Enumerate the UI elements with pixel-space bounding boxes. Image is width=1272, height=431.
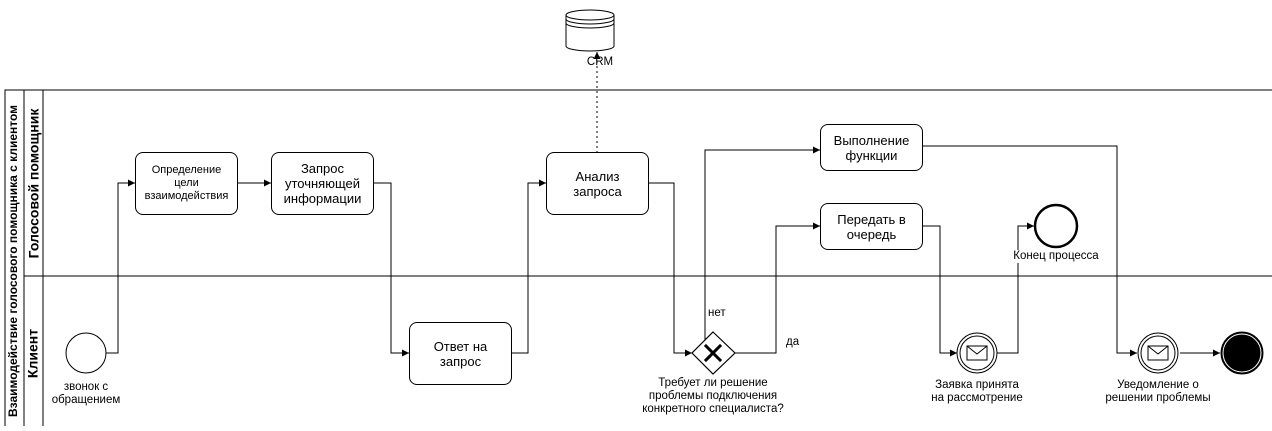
gateway-no-label: нет <box>708 307 726 319</box>
task-request-info[interactable]: Запрос уточняющей информации <box>271 152 374 215</box>
exclusive-gateway[interactable] <box>691 331 736 375</box>
flow-answer-analyze <box>512 179 546 354</box>
gateway-yes-label: да <box>786 336 800 348</box>
end-process-event[interactable] <box>1033 203 1079 249</box>
start-event-label: звонок с обращением <box>51 381 121 406</box>
crm-datastore-icon[interactable] <box>565 9 615 52</box>
lane-label-client: Клиент <box>24 328 41 379</box>
flow-execute-notify <box>923 145 1137 357</box>
lane-label-assistant: Голосовой помощник <box>25 108 42 259</box>
flow-gateway-queue <box>735 222 820 354</box>
task-analyze[interactable]: Анализ запроса <box>546 152 649 215</box>
crm-label: CRM <box>586 56 614 68</box>
flow-request-answer <box>374 182 409 357</box>
start-event[interactable] <box>65 332 107 374</box>
flow-start-define <box>86 179 135 354</box>
final-end-event[interactable] <box>1220 331 1264 375</box>
task-queue[interactable]: Передать в очередь <box>820 203 923 250</box>
task-execute[interactable]: Выполнение функции <box>820 124 923 171</box>
flow-accepted-end <box>997 222 1034 354</box>
flow-queue-accepted <box>923 225 957 357</box>
pool-title: Взаимодействие голосового помощника с кл… <box>6 104 20 418</box>
gateway-question-label: Требует ли решение проблемы подключения … <box>642 377 784 415</box>
task-define-goal[interactable]: Определение цели взаимодействия <box>135 152 238 215</box>
end-process-label: Конец процесса <box>1011 250 1101 263</box>
notify-message-event[interactable] <box>1137 332 1179 374</box>
task-answer[interactable]: Ответ на запрос <box>409 322 512 385</box>
pool <box>4 89 1272 426</box>
flow-gateway-execute <box>704 146 820 340</box>
flow-analyze-gateway <box>649 182 692 357</box>
accepted-event-label: Заявка принята на рассмотрение <box>931 379 1023 404</box>
accepted-message-event[interactable] <box>956 332 998 374</box>
notify-event-label: Уведомление о решении проблемы <box>1105 379 1211 404</box>
